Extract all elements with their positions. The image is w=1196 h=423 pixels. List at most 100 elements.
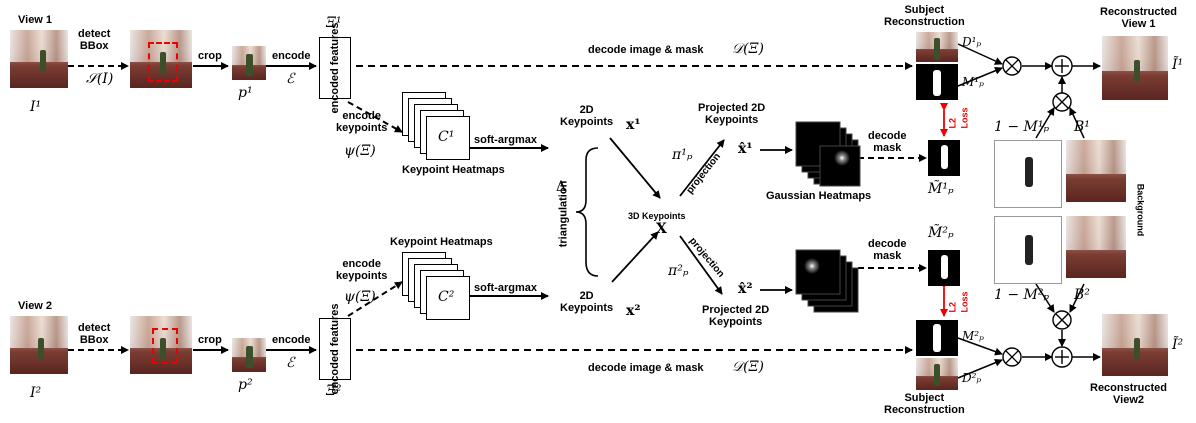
math-Mtilde2: M̃²ₚ [928, 225, 954, 241]
label-decode-image-mask-2: decode image & mask [588, 362, 704, 374]
math-psi1: ψ(Ξ) [344, 143, 376, 159]
input-image-view2 [10, 316, 68, 374]
label-view2: View 2 [18, 300, 53, 312]
math-S-of-I: 𝒮(I) [86, 71, 114, 87]
background-image-1 [1066, 140, 1126, 202]
label-encode-keypoints-2: encode keypoints [336, 258, 388, 282]
math-p1: p¹ [238, 85, 253, 101]
label-reconstructed-view1: Reconstructed View 1 [1100, 6, 1178, 30]
math-D2: D²ₚ [962, 371, 982, 385]
label-crop-2: crop [198, 334, 222, 346]
encoded-features-box-2: encoded features [319, 303, 351, 395]
label-l2-loss-1: L2 Loss [947, 107, 970, 129]
math-x1: x¹ [626, 117, 641, 133]
math-one-minus-M2: 1 − M²ₚ [994, 287, 1050, 303]
arrow-projection-2 [679, 235, 723, 295]
arrow-M2-to-times [957, 337, 1003, 356]
math-B2: B² [1074, 287, 1090, 303]
arrow-mask2-to-times-bg2 [1035, 283, 1055, 313]
reconstructed-image-1 [1102, 36, 1168, 100]
math-E2: ℰ [286, 355, 295, 371]
arrow-projection-1 [679, 139, 725, 197]
label-soft-argmax-2: soft-argmax [474, 282, 537, 294]
label-view1: View 1 [18, 14, 53, 26]
label-encode-2: encode [272, 334, 311, 346]
math-E1: ℰ [286, 71, 295, 87]
label-subject-recon-2: Subject Reconstruction [884, 392, 965, 416]
arrow-2d-to-3d-1 [609, 137, 661, 199]
math-pi2: π²ₚ [668, 263, 689, 279]
label-decode-image-mask-1: decode image & mask [588, 44, 704, 56]
label-keypoint-heatmaps-2: Keypoint Heatmaps [390, 236, 493, 248]
bbox-view2 [152, 328, 178, 364]
bbox-image-view1 [130, 30, 192, 88]
arrow-mask1-to-times-bg1 [1035, 107, 1055, 139]
inverse-mask-1 [994, 140, 1062, 208]
arrow-D1-to-times [957, 43, 1003, 65]
inverse-mask-2 [994, 216, 1062, 284]
subject-recon-image-2 [916, 358, 958, 390]
subject-recon-mask-1 [916, 64, 958, 100]
label-detect-bbox-1: detect BBox [78, 28, 111, 52]
math-X: X [656, 221, 667, 237]
math-M2: M²ₚ [962, 329, 984, 343]
math-p2: p² [238, 377, 253, 393]
encoded-features-box-1: encoded features [319, 22, 351, 114]
label-decode-mask-1: decode mask [868, 130, 907, 154]
arrow-encode-kp-1 [347, 101, 403, 133]
bbox-image-view2 [130, 316, 192, 374]
math-Itilde1: Ĩ¹ [1172, 57, 1184, 73]
math-pi1: π¹ₚ [672, 147, 693, 163]
gaussian-heatmaps-2 [795, 249, 859, 313]
reconstructed-image-2 [1102, 314, 1168, 376]
math-Xi2: Ξ² [326, 383, 342, 399]
math-Mtilde1: M̃¹ₚ [928, 181, 954, 197]
math-B1: B¹ [1074, 119, 1090, 135]
label-encode-1: encode [272, 50, 311, 62]
label-encode-keypoints-1: encode keypoints [336, 110, 388, 134]
arrow-M1-to-times [957, 66, 1003, 87]
arrow-B2-to-times-bg2 [1069, 283, 1085, 313]
subject-recon-mask-2 [916, 320, 958, 356]
math-xhat1: x̂¹ [738, 141, 753, 157]
label-soft-argmax-1: soft-argmax [474, 134, 537, 146]
crop-image-view1 [232, 46, 266, 80]
label-reconstructed-view2: Reconstructed View2 [1090, 382, 1168, 406]
math-I1: I¹ [30, 99, 42, 115]
gaussian-heatmaps-1 [795, 121, 861, 187]
bbox-view1 [148, 42, 178, 82]
triangulation-brace [575, 147, 599, 277]
label-crop-1: crop [198, 50, 222, 62]
arrow-2d-to-3d-2 [611, 231, 659, 283]
label-keypoint-heatmaps-1: Keypoint Heatmaps [402, 164, 505, 176]
math-I2: I² [30, 385, 42, 401]
math-x2: x² [626, 303, 641, 319]
math-Dfunc1: 𝒟(Ξ) [732, 41, 764, 57]
label-l2-loss-2: L2 Loss [947, 291, 970, 313]
math-one-minus-M1: 1 − M¹ₚ [994, 119, 1050, 135]
arrow-encode-kp-2 [347, 281, 403, 317]
math-xhat2: x̂² [738, 281, 753, 297]
input-image-view1 [10, 30, 68, 88]
math-M1: M¹ₚ [962, 75, 984, 89]
decoded-mask-2 [928, 250, 960, 286]
label-subject-recon-1: Subject Reconstruction [884, 4, 965, 28]
label-projected-2d-1: Projected 2D Keypoints [698, 102, 766, 126]
arrow-B1-to-times-bg1 [1069, 107, 1085, 139]
subject-recon-image-1 [916, 32, 958, 62]
math-C1: C¹ [438, 129, 455, 145]
label-2d-keypoints-2: 2D Keypoints [560, 290, 614, 314]
math-Itilde2: Ĩ² [1172, 337, 1184, 353]
label-2d-keypoints-1: 2D Keypoints [560, 104, 614, 128]
label-3d-keypoints: 3D Keypoints [628, 211, 686, 221]
label-detect-bbox-2: detect BBox [78, 322, 111, 346]
math-Xi1: Ξ¹ [326, 15, 342, 31]
math-Dfunc2: 𝒟(Ξ) [732, 359, 764, 375]
math-delta: Δ [556, 179, 567, 195]
math-psi2: ψ(Ξ) [344, 289, 376, 305]
decoded-mask-1 [928, 140, 960, 176]
label-decode-mask-2: decode mask [868, 238, 907, 262]
arrow-D2-to-times [957, 358, 1003, 379]
